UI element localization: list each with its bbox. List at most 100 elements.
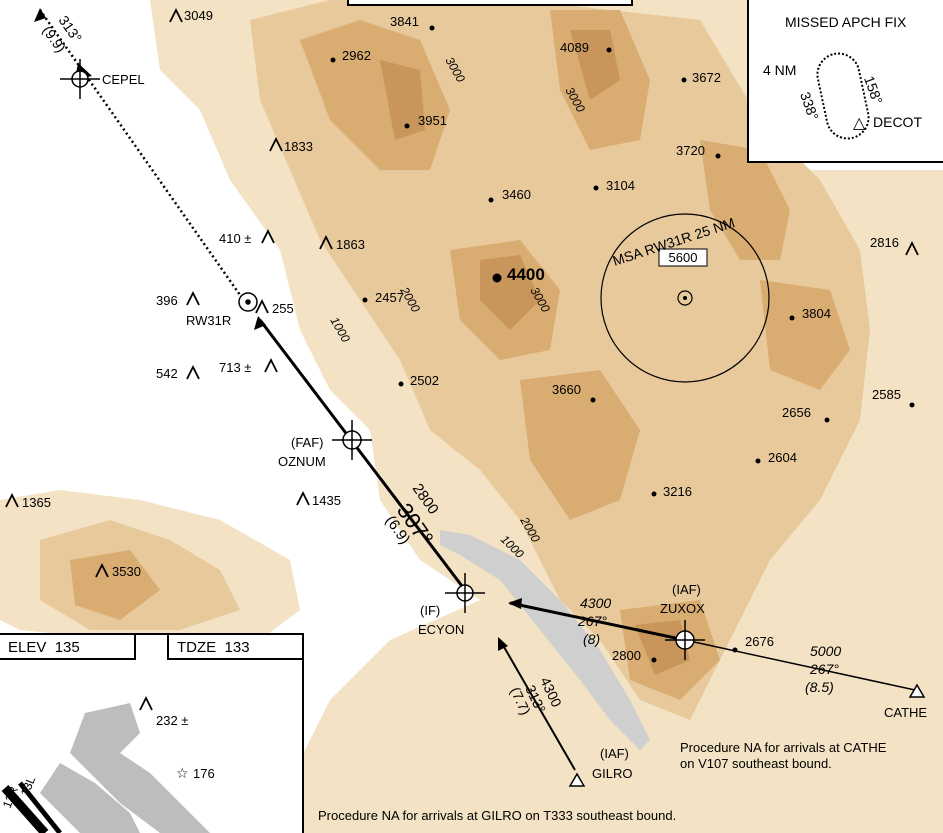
course-arrows: [34, 8, 522, 651]
map-element: [264, 357, 278, 373]
cathe-altitude: 5000: [810, 643, 841, 659]
map-element: [330, 57, 336, 63]
runway-fix-symbol: [238, 292, 258, 312]
map-element: [684, 639, 916, 691]
map-element: [665, 620, 705, 660]
spot-elevation: 4089: [560, 40, 589, 55]
spot-elevation: 3530: [112, 564, 141, 579]
map-element: [509, 601, 686, 642]
cathe-note-line2: on V107 southeast bound.: [680, 756, 832, 771]
spot-elevation: 3049: [184, 8, 213, 23]
cepel-label: CEPEL: [102, 72, 145, 87]
runway-13l-label: 13L: [18, 774, 39, 798]
spot-elevation: 3660: [552, 382, 581, 397]
map-element: [261, 228, 275, 244]
spot-elevation: 3460: [502, 187, 531, 202]
fix-stars: [60, 59, 705, 660]
map-element: [70, 550, 160, 620]
map-element: [590, 397, 596, 403]
airport-beacon-elevation: 176: [193, 766, 215, 781]
map-element: [269, 136, 283, 152]
map-element: [789, 315, 795, 321]
map-element: [95, 562, 109, 578]
map-element: [255, 298, 269, 314]
map-element: [60, 59, 100, 99]
chart-frame-top: [347, 0, 633, 6]
zuxox-distance: (8): [583, 631, 600, 647]
cathe-distance: (8.5): [805, 679, 834, 695]
map-element: [732, 647, 738, 653]
map-element: [40, 763, 140, 833]
elevation-labels: 3049 3841 2962 4089 3672 3951 1833 3720 …: [22, 8, 901, 663]
map-element: [38, 9, 242, 296]
map-element: [488, 197, 494, 203]
map-element: [520, 370, 640, 520]
spot-elevation-major: 4400: [507, 265, 545, 284]
zuxox-tag: (IAF): [672, 582, 701, 597]
map-element: [398, 381, 404, 387]
map-element: [445, 573, 485, 613]
map-element: [380, 60, 425, 140]
map-element: [5, 492, 19, 508]
spot-elevation: 410 ±: [219, 231, 251, 246]
map-element: [683, 296, 687, 300]
cathe-label: CATHE: [884, 705, 927, 720]
elev-field: ELEV 135: [0, 635, 136, 660]
if-label: ECYON: [418, 622, 464, 637]
fix-labels: CEPEL RW31R (FAF) OZNUM (IF) ECYON (IAF)…: [102, 72, 927, 781]
map-element: [606, 47, 612, 53]
map-element: [319, 234, 333, 250]
airport-diagram-box: ELEV 135 TDZE 133 13L 13R 232 ± ☆ 176: [0, 633, 304, 833]
cathe-note: Procedure NA for arrivals at CATHE on V1…: [680, 740, 886, 772]
map-element: [700, 140, 790, 260]
gilro-triangle: [568, 772, 586, 787]
spot-elevation: 713 ±: [219, 360, 251, 375]
spot-elevation: 3951: [418, 113, 447, 128]
map-element: [905, 240, 919, 256]
obstacle-marks: [5, 7, 919, 578]
map-element: [169, 7, 183, 23]
map-element: [715, 153, 721, 159]
cathe-course: 267°: [809, 661, 839, 677]
tdze-field: TDZE 133: [167, 635, 302, 660]
map-element: [258, 319, 467, 591]
course-lines: [38, 9, 916, 771]
spot-elevation: 2676: [745, 634, 774, 649]
spot-elevation: 3804: [802, 306, 831, 321]
map-element: [681, 77, 687, 83]
map-element: [139, 695, 153, 711]
map-element: [70, 703, 210, 833]
msa-altitude: 5600: [669, 250, 698, 265]
map-element: [362, 297, 368, 303]
spot-elevation: 2604: [768, 450, 797, 465]
zuxox-altitude: 4300: [580, 595, 611, 611]
spot-elevation: 2457: [375, 290, 404, 305]
gilro-tag: (IAF): [600, 746, 629, 761]
map-element: [480, 255, 540, 330]
map-element: [245, 299, 251, 305]
runway-label: RW31R: [186, 313, 231, 328]
spot-elevation: 3672: [692, 70, 721, 85]
map-element: [404, 123, 410, 129]
spot-elevation: 2816: [870, 235, 899, 250]
map-element: [34, 8, 46, 22]
gilro-label: GILRO: [592, 766, 632, 781]
airport-layout: 13L 13R 232 ± ☆ 176: [0, 695, 215, 833]
elevation-marks: [330, 25, 915, 663]
map-element: [186, 364, 200, 380]
faf-tag: (FAF): [291, 435, 324, 450]
spot-elevation: 2585: [872, 387, 901, 402]
map-element: [755, 458, 761, 464]
spot-elevation: 3216: [663, 484, 692, 499]
map-element: [492, 273, 502, 283]
map-element: [593, 185, 599, 191]
elev-label: ELEV: [8, 639, 47, 656]
map-element: [600, 213, 770, 383]
tdze-label: TDZE: [177, 639, 217, 656]
map-element: [677, 290, 693, 306]
spot-elevation: 255: [272, 301, 294, 316]
spot-elevation: 3720: [676, 143, 705, 158]
spot-elevation: 542: [156, 366, 178, 381]
